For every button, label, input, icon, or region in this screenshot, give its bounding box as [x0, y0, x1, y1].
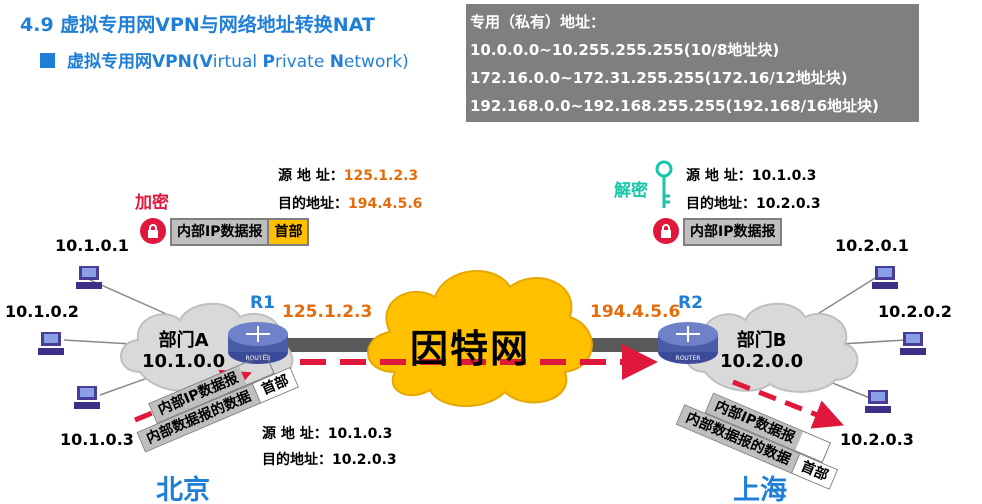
host-b1-ip: 10.2.0.1 — [835, 236, 909, 255]
site-a-dept: 部门A — [158, 330, 209, 351]
computer-icon — [38, 332, 64, 355]
bottom-src-row: 源 地 址：10.1.0.3 — [262, 423, 392, 443]
encrypted-packet-body: 内部IP数据报 — [172, 220, 268, 244]
router-r2-label: R2 — [678, 293, 703, 313]
encrypt-label: 加密 — [135, 193, 169, 213]
site-a-label: 部门A 10.1.0.0 — [142, 330, 225, 372]
internet-cloud — [367, 270, 593, 407]
bottom-dst-label: 目的地址： — [262, 452, 332, 468]
decrypt-src-value: 10.1.0.3 — [751, 168, 817, 184]
host-b2-ip: 10.2.0.2 — [878, 302, 952, 321]
encrypt-src-row: 源 地 址：125.1.2.3 — [278, 165, 418, 185]
host-a1-ip: 10.1.0.1 — [55, 236, 129, 255]
city-beijing: 北京 — [156, 475, 210, 504]
site-a-net: 10.1.0.0 — [142, 351, 226, 372]
encrypt-src-label: 源 地 址： — [278, 168, 344, 184]
private-address-header: 专用（私有）地址： — [470, 13, 606, 31]
encrypt-dst-label: 目的地址： — [278, 196, 348, 212]
subtitle-n: N — [329, 52, 344, 72]
host-b3-ip: 10.2.0.3 — [840, 430, 914, 449]
subtitle-irtual: irtual — [212, 52, 263, 72]
host-a2-ip: 10.1.0.2 — [5, 302, 79, 321]
encrypt-dst-row: 目的地址：194.4.5.6 — [278, 193, 422, 213]
encrypt-src-value: 125.1.2.3 — [343, 168, 419, 184]
router-r1-text: ROUTER — [246, 355, 271, 362]
lock-open-icon — [653, 218, 679, 244]
subtitle-etwork: etwork) — [343, 52, 409, 72]
bottom-src-label: 源 地 址： — [262, 426, 328, 442]
encrypt-dst-value: 194.4.5.6 — [348, 196, 423, 212]
bottom-src-value: 10.1.0.3 — [327, 426, 393, 442]
router-r1-label: R1 — [250, 293, 275, 313]
site-b-dept: 部门B — [736, 330, 787, 351]
decrypt-dst-row: 目的地址：10.2.0.3 — [686, 193, 821, 213]
private-address-box: 专用（私有）地址： 10.0.0.0~10.255.255.255(10/8地址… — [466, 4, 919, 122]
internet-label: 因特网 — [410, 327, 531, 371]
private-range-192: 192.168.0.0~192.168.255.255(192.168/16地址… — [470, 97, 879, 115]
host-a3-ip: 10.1.0.3 — [60, 430, 134, 449]
computer-icon — [900, 332, 926, 355]
bottom-dst-row: 目的地址：10.2.0.3 — [262, 449, 397, 469]
subtitle-rivate: rivate — [274, 52, 330, 72]
decrypt-dst-value: 10.2.0.3 — [756, 196, 821, 212]
router-r2-text: ROUTER — [676, 355, 701, 362]
r1-public-ip: 125.1.2.3 — [282, 302, 373, 322]
decrypt-label: 解密 — [614, 181, 648, 201]
encrypted-packet: 内部IP数据报首部 — [170, 218, 310, 246]
subtitle-v: V — [199, 52, 213, 72]
decrypted-packet-body: 内部IP数据报 — [685, 220, 781, 244]
r2-public-ip: 194.4.5.6 — [590, 302, 681, 322]
computer-icon — [865, 390, 891, 413]
encrypted-packet-header: 首部 — [267, 220, 308, 244]
router-r2-icon: ROUTER — [658, 322, 718, 364]
decrypted-packet: 内部IP数据报 — [683, 218, 783, 246]
bullet-square-icon — [40, 53, 55, 68]
router-r1-icon: ROUTER — [228, 322, 288, 364]
lock-icon — [140, 218, 166, 244]
site-b-label: 部门B 10.2.0.0 — [720, 330, 803, 372]
computer-icon — [74, 386, 100, 409]
bottom-dst-value: 10.2.0.3 — [332, 452, 397, 468]
city-shanghai: 上海 — [733, 475, 787, 504]
decrypt-src-label: 源 地 址： — [686, 168, 752, 184]
key-icon — [655, 160, 673, 208]
computer-icon — [872, 266, 898, 289]
decrypt-dst-label: 目的地址： — [686, 196, 756, 212]
site-b-net: 10.2.0.0 — [720, 351, 804, 372]
private-range-10: 10.0.0.0~10.255.255.255(10/8地址块) — [470, 41, 780, 59]
computer-icon — [76, 266, 102, 289]
subtitle-p: P — [262, 52, 275, 72]
page-subtitle: 虚拟专用网VPN(Virtual Private Network) — [40, 47, 409, 72]
private-range-172: 172.16.0.0~172.31.255.255(172.16/12地址块) — [470, 69, 848, 87]
decrypt-src-row: 源 地 址：10.1.0.3 — [686, 165, 816, 185]
subtitle-prefix: 虚拟专用网VPN( — [67, 52, 200, 72]
page-title: 4.9 虚拟专用网VPN与网络地址转换NAT — [20, 14, 375, 36]
